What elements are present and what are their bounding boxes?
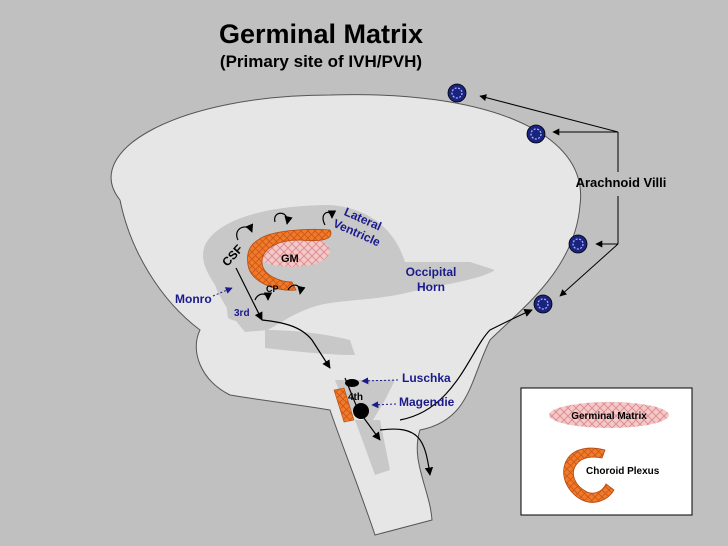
gm-label: GM	[281, 253, 299, 265]
arachnoid-villus-icon	[526, 124, 546, 144]
page-title: Germinal Matrix	[219, 19, 423, 49]
csf-flow-arrow	[261, 319, 331, 369]
legend-germinal-matrix-swatch	[549, 402, 669, 428]
magendie-label: Magendie	[399, 395, 455, 409]
third-ventricle-label: 3rd	[234, 308, 250, 319]
spinal-canal-shape	[355, 420, 390, 475]
monro-label: Monro	[175, 292, 212, 306]
csf-loop-arrow	[236, 223, 254, 241]
brain-outline	[110, 94, 582, 536]
csf-loop-arrow	[254, 292, 273, 301]
legend-box: Germinal Matrix Choroid Plexus	[520, 387, 693, 516]
page-subtitle: (Primary site of IVH/PVH)	[220, 52, 422, 71]
magendie-foramen	[353, 403, 369, 419]
magendie-pointer	[371, 401, 397, 409]
luschka-label: Luschka	[402, 371, 451, 385]
csf-flow-arrow	[399, 309, 533, 421]
choroid-plexus	[247, 228, 332, 291]
csf-loop-arrow	[287, 284, 306, 295]
csf-flow-arrow	[235, 267, 263, 321]
third-ventricle-shape	[225, 293, 260, 322]
horn-label: Horn	[417, 280, 445, 294]
arachnoid-villus-icon	[533, 294, 553, 314]
occipital-label: Occipital	[406, 265, 457, 279]
cp-label: CP	[266, 284, 279, 294]
csf-loop-arrow	[274, 212, 293, 225]
legend-choroid-plexus-label: Choroid Plexus	[586, 466, 660, 477]
luschka-foramen	[345, 379, 359, 387]
fourth-choroid-plexus	[333, 387, 355, 423]
arachnoid-arrow	[559, 243, 619, 297]
csf-loop-arrow	[322, 210, 337, 226]
aqueduct-shape	[265, 330, 355, 355]
arachnoid-villus-icon	[568, 234, 588, 254]
arachnoid-villi-label: Arachnoid Villi	[576, 175, 667, 190]
legend-choroid-plexus-swatch	[563, 447, 615, 503]
csf-flow-arrow	[379, 428, 434, 476]
fourth-ventricle-label: 4th	[348, 392, 363, 403]
monro-pointer	[212, 287, 233, 297]
arachnoid-arrow	[479, 94, 619, 133]
legend-germinal-matrix-label: Germinal Matrix	[571, 411, 647, 422]
arachnoid-villus-icon	[447, 83, 467, 103]
